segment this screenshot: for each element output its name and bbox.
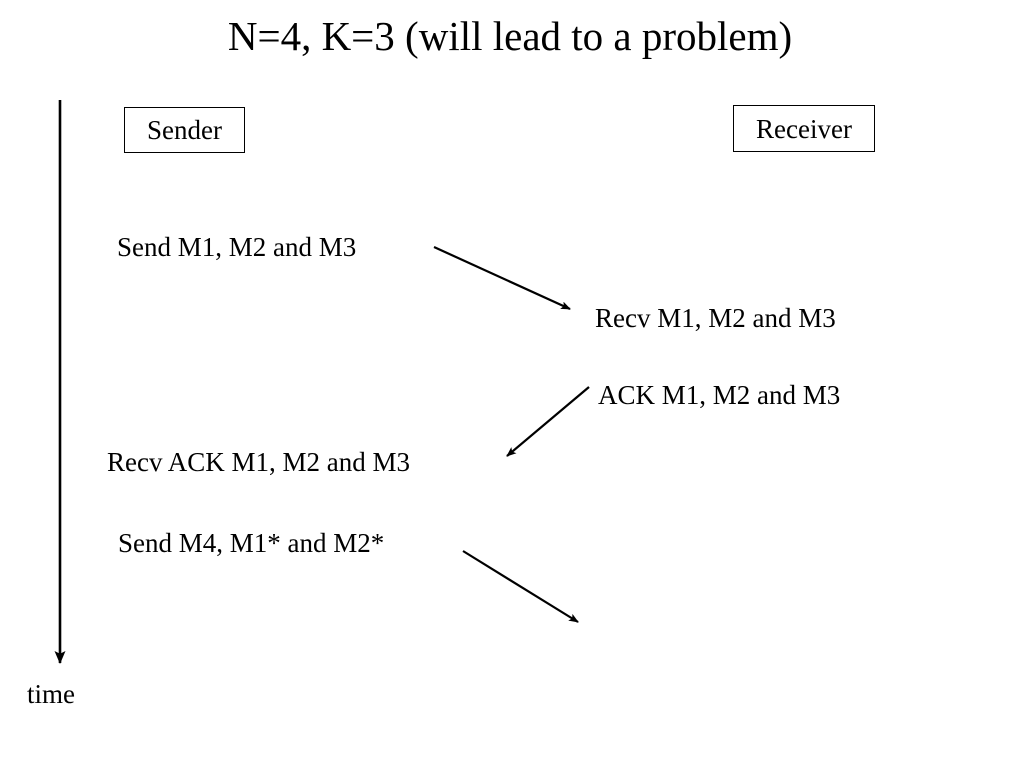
receiver-lane-label: Receiver (756, 113, 852, 144)
message-send-1: Send M1, M2 and M3 (117, 232, 357, 262)
message-recv-ack-1: Recv ACK M1, M2 and M3 (107, 447, 410, 477)
message-recv-1: Recv M1, M2 and M3 (595, 303, 836, 333)
arrow-send-1 (433, 245, 571, 311)
message-ack-1: ACK M1, M2 and M3 (598, 380, 841, 410)
sender-lane-box: Sender (124, 107, 245, 153)
time-axis-label: time (27, 679, 75, 709)
arrow-ack-1 (506, 386, 590, 457)
page-title: N=4, K=3 (will lead to a problem) (227, 13, 793, 59)
receiver-lane-box: Receiver (733, 105, 875, 152)
arrow-send-2 (462, 550, 579, 623)
sender-lane-label: Sender (147, 115, 222, 145)
message-send-2: Send M4, M1* and M2* (118, 528, 385, 558)
